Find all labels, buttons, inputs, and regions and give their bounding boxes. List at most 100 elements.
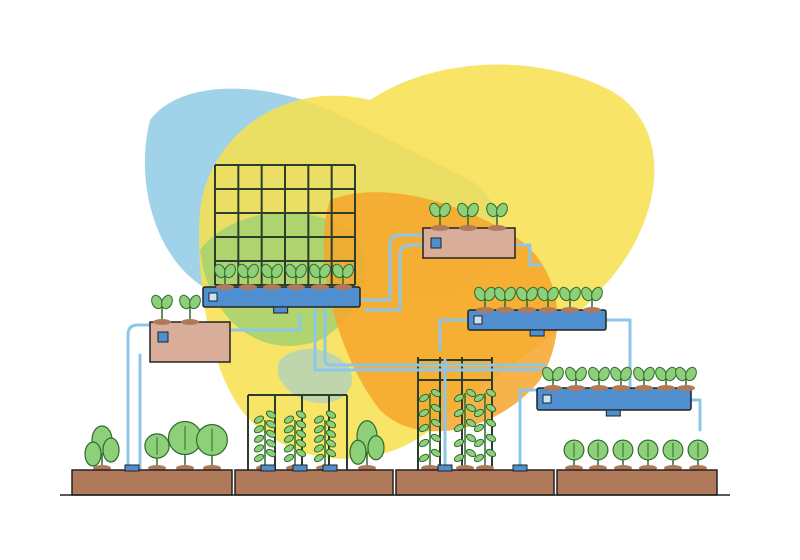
- leaf: [430, 403, 442, 413]
- leaf: [253, 425, 265, 434]
- plant-icon: [655, 366, 677, 391]
- leaf: [643, 366, 655, 382]
- pipe-icon: [513, 243, 542, 267]
- leaf: [418, 393, 430, 403]
- leaf: [295, 448, 307, 458]
- leaf: [496, 202, 508, 218]
- leaf: [473, 423, 485, 433]
- tray-lower-right: [536, 387, 692, 417]
- plant-icon: [687, 439, 709, 471]
- tray-outlet: [529, 329, 545, 337]
- leaf: [283, 415, 295, 424]
- pipe-coupler: [437, 464, 453, 472]
- plant-icon: [516, 286, 538, 313]
- leaf: [473, 438, 485, 448]
- leaf: [465, 448, 477, 458]
- soil-mound: [459, 225, 477, 231]
- leaf: [309, 263, 321, 279]
- leaf: [349, 439, 367, 465]
- leaf: [295, 263, 307, 279]
- leaf: [485, 448, 497, 458]
- plant-group: [84, 202, 709, 471]
- soil-mound: [488, 225, 506, 231]
- pipe-network: [126, 233, 702, 470]
- leaf: [224, 263, 236, 279]
- plant-icon: [453, 388, 477, 471]
- plant-icon: [237, 263, 259, 290]
- leaf: [547, 286, 559, 302]
- leaf: [430, 418, 442, 428]
- leaf: [319, 263, 331, 279]
- leaf: [313, 434, 325, 443]
- leaf: [265, 429, 277, 438]
- tray-outlet: [273, 306, 289, 314]
- small-blue-blob: [277, 349, 352, 404]
- soil-mound: [476, 307, 494, 313]
- leaf: [430, 448, 442, 458]
- leaf: [504, 286, 516, 302]
- plant-icon: [418, 388, 442, 471]
- soil-mound: [153, 319, 171, 325]
- leaf: [271, 263, 283, 279]
- leaf: [102, 437, 120, 463]
- plant-icon: [581, 286, 603, 313]
- leaf: [552, 366, 564, 382]
- leaf: [430, 433, 442, 443]
- plant-icon: [84, 425, 120, 471]
- leaf: [429, 202, 441, 218]
- plant-icon: [537, 286, 559, 313]
- leaf: [633, 366, 645, 382]
- plant-icon: [675, 366, 697, 391]
- leaf: [253, 444, 265, 453]
- plant-icon: [429, 202, 451, 231]
- leaf: [620, 366, 632, 382]
- leaf: [325, 448, 337, 458]
- tray-outlet: [605, 409, 621, 417]
- leaf: [465, 403, 477, 413]
- soil-mound: [590, 385, 608, 391]
- tank-window-icon: [157, 331, 169, 343]
- soil-mound: [567, 385, 585, 391]
- soil-mound: [287, 284, 305, 290]
- leaf: [342, 263, 354, 279]
- leaf: [161, 294, 173, 310]
- leaf: [283, 425, 295, 434]
- leaf: [485, 433, 497, 443]
- plant-icon: [285, 263, 307, 290]
- leaf: [588, 366, 600, 382]
- soil-bed-group: [60, 464, 730, 496]
- leaf: [179, 294, 191, 310]
- plant-icon: [332, 263, 354, 290]
- tray-window-icon: [208, 292, 218, 302]
- water-tank-icon: [149, 321, 231, 363]
- leaf: [418, 438, 430, 448]
- leaf: [313, 453, 325, 463]
- leaf: [484, 286, 496, 302]
- plant-icon: [559, 286, 581, 313]
- leaf: [283, 434, 295, 443]
- leaf: [537, 286, 549, 302]
- plant-icon: [309, 263, 331, 290]
- plant-icon: [565, 366, 587, 391]
- pipe-coupler: [292, 464, 308, 472]
- leaf: [516, 286, 528, 302]
- leaf: [418, 423, 430, 433]
- leaf: [265, 420, 277, 429]
- plant-icon: [662, 439, 684, 471]
- soil-mound: [181, 319, 199, 325]
- plant-icon: [313, 410, 337, 471]
- pipe-icon: [518, 388, 542, 470]
- leaf: [685, 366, 697, 382]
- leaf: [313, 425, 325, 434]
- tray-body: [467, 309, 607, 331]
- leaf: [474, 286, 486, 302]
- leaf: [591, 286, 603, 302]
- leaf: [253, 453, 265, 463]
- leaf: [265, 439, 277, 448]
- leaf: [465, 388, 477, 398]
- soil-bed-icon: [234, 469, 394, 496]
- leaf: [465, 418, 477, 428]
- plant-icon: [214, 263, 236, 290]
